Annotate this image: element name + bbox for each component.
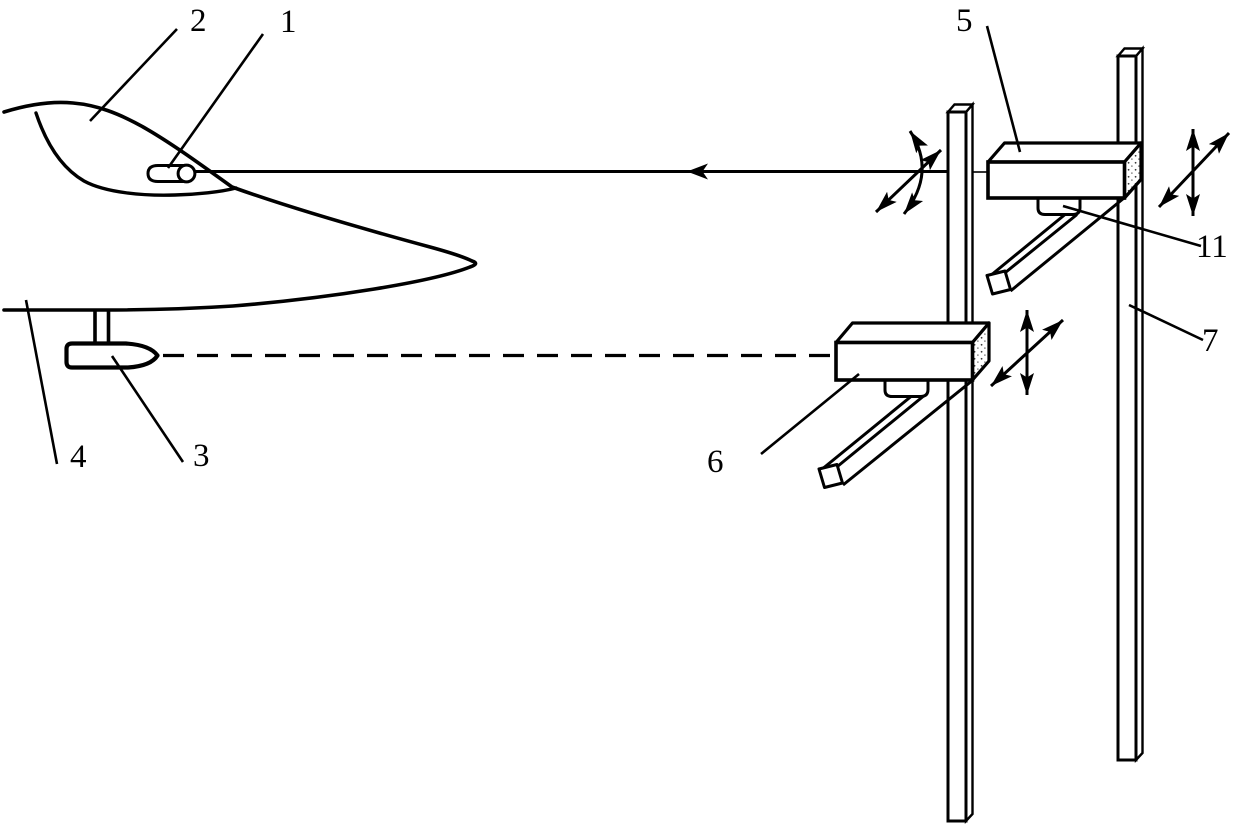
upper-support-arm: [985, 196, 1125, 296]
upper-box-front-face: [986, 160, 1127, 200]
ref-label-7: 7: [1202, 323, 1219, 359]
upper-device-box: [986, 141, 1143, 200]
leader-line-3: [110, 355, 185, 463]
ref-label-5: 5: [956, 3, 973, 39]
aircraft-nose-outline: [2, 100, 478, 312]
sensor-cylinder-end: [176, 163, 197, 184]
leader-line-5: [985, 25, 1022, 153]
mid-diagonal-arrow: [989, 318, 1065, 388]
ref-label-6: 6: [707, 444, 724, 480]
upper-device-mount: [1036, 195, 1082, 216]
lower-support-arm: [817, 378, 974, 489]
ref-label-11: 11: [1196, 229, 1228, 265]
leader-line-1: [166, 33, 265, 169]
near-rail-front-face: [946, 110, 968, 823]
upper-translation-arrows: [1157, 129, 1231, 216]
canopy-windshield-curve: [34, 111, 238, 197]
lower-arm-end-cap: [817, 463, 844, 489]
upper-arm-end-cap: [985, 269, 1012, 296]
near-rail: [945, 101, 976, 825]
lower-device-box: [834, 321, 991, 382]
leader-line-4: [24, 299, 59, 465]
ref-label-3: 3: [193, 438, 210, 474]
leader-line-11: [1062, 204, 1202, 248]
lower-device-mount: [883, 377, 930, 398]
lower-box-front-face: [834, 340, 975, 382]
ref-label-2: 2: [190, 3, 207, 39]
underwing-pod: [64, 341, 160, 370]
leader-line-7: [1128, 303, 1204, 342]
far-rail-front-face: [1116, 54, 1138, 762]
ref-label-1: 1: [280, 4, 297, 40]
lower-box-top-face: [834, 321, 991, 345]
rotation-diagonal-arrow: [874, 148, 943, 214]
upper-box-top-face: [986, 141, 1143, 164]
leader-line-2: [89, 28, 178, 122]
mid-translation-arrows: [989, 310, 1065, 395]
upper-diagonal-arrow: [1157, 131, 1231, 209]
sensor-cylinder-body: [146, 164, 186, 183]
sight-line-arrowhead: [687, 163, 708, 180]
leader-line-6: [760, 372, 860, 456]
rotation-arrows: [874, 130, 943, 215]
ref-label-4: 4: [70, 439, 87, 475]
